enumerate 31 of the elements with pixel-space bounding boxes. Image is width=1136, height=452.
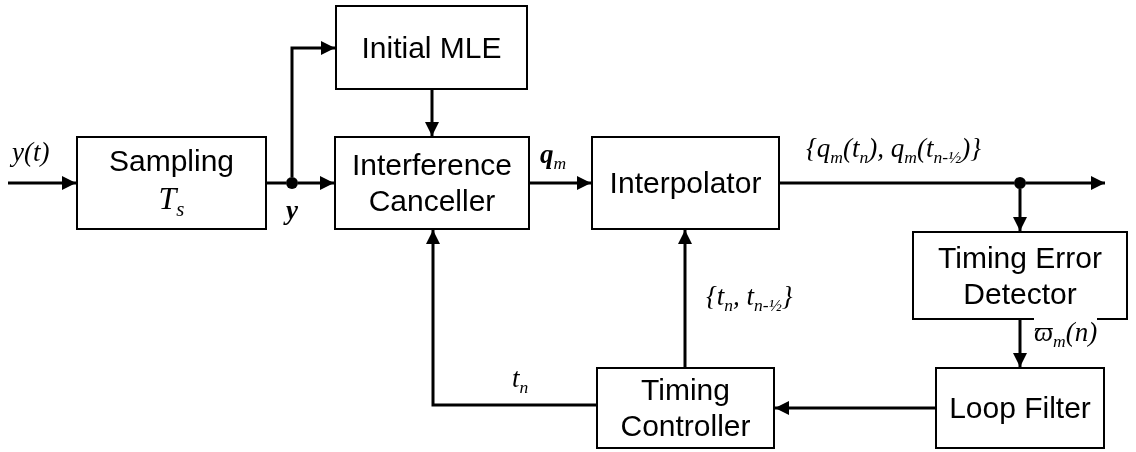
arrow [290,41,335,177]
arrow [426,230,596,407]
node-sublabel: T$_{s}$ [158,179,185,223]
process-box [935,367,1105,449]
connector-line [267,181,286,185]
branch-dot [286,177,298,189]
arrow [8,176,76,190]
node-label: Timing Error Detector [937,239,1103,312]
edge-label: y(t) [12,138,50,168]
arrow [678,230,692,367]
node-label: Interpolator [609,165,762,201]
arrow [1026,176,1105,190]
process-box [76,136,267,230]
node-label: Interference Canceller [350,147,514,219]
node-label: Sampling [108,143,235,180]
process-box [335,5,528,90]
arrow [425,90,439,136]
process-box [596,367,775,449]
process-box [591,136,780,230]
arrow [775,401,935,415]
node-label: Initial MLE [361,29,502,66]
node-label: Loop Filter [949,390,1091,426]
arrow [1013,189,1027,231]
node-label: Timing Controller [619,372,752,444]
branch-dot [1014,177,1026,189]
connector-line [780,181,1014,185]
arrow [1013,320,1027,367]
arrow [298,176,334,190]
process-box [334,136,530,230]
process-box [912,231,1128,320]
arrow [530,176,591,190]
